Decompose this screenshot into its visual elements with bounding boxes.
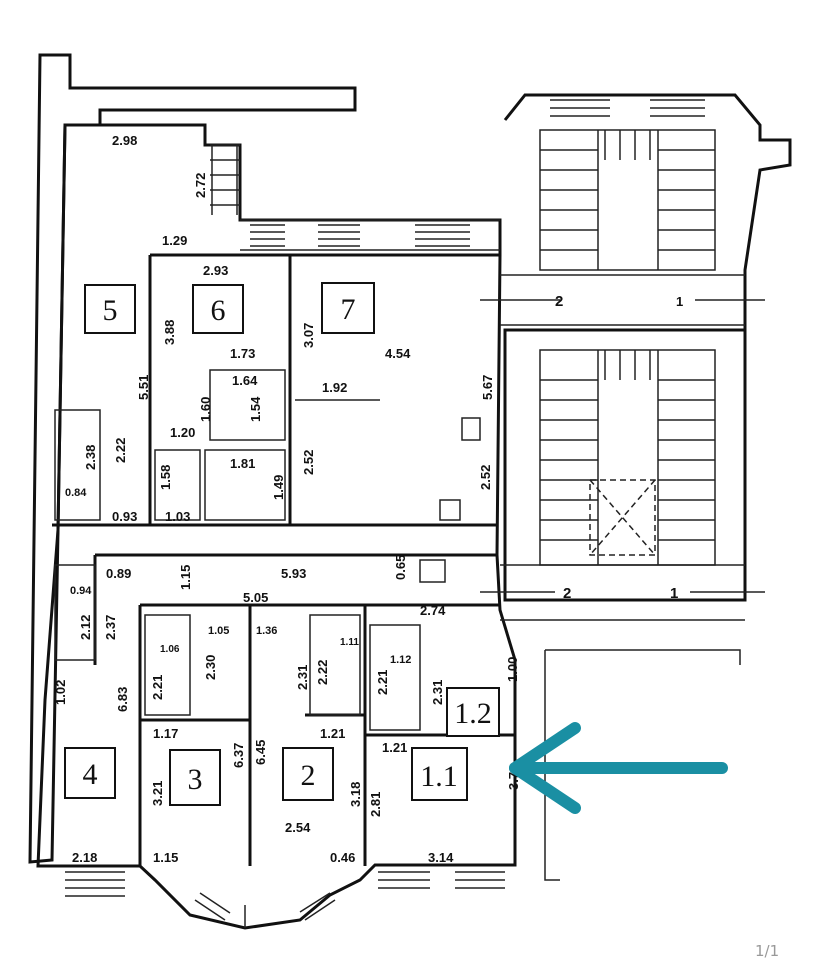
svg-text:6: 6 xyxy=(211,294,226,327)
stair-upper-1: 1 xyxy=(676,294,683,309)
dim-1-92: 1.92 xyxy=(322,380,347,395)
dim-5-67: 5.67 xyxy=(480,375,495,400)
dim-3-18: 3.18 xyxy=(348,782,363,807)
dim-1-03: 1.03 xyxy=(165,509,190,524)
svg-text:7: 7 xyxy=(341,293,356,326)
dim-0-65: 0.65 xyxy=(393,555,408,580)
dim-1-36: 1.36 xyxy=(256,625,277,637)
dim-1-58: 1.58 xyxy=(158,465,173,490)
dimension-labels: 2.98 2.72 1.29 2.93 3.88 1.73 3.07 4.54 … xyxy=(53,133,521,865)
dim-1-21-a: 1.21 xyxy=(320,726,345,741)
dim-2-22-b: 2.22 xyxy=(315,660,330,685)
stair-upper-2: 2 xyxy=(555,293,563,310)
dim-5-51: 5.51 xyxy=(136,375,151,400)
dim-2-31-a: 2.31 xyxy=(295,665,310,690)
dim-1-20: 1.20 xyxy=(170,425,195,440)
dim-3-21: 3.21 xyxy=(150,781,165,806)
dim-0-46: 0.46 xyxy=(330,850,355,865)
dim-6-45: 6.45 xyxy=(253,740,268,765)
svg-text:3: 3 xyxy=(188,763,203,796)
dim-1-54: 1.54 xyxy=(248,396,263,422)
dim-0-94: 0.94 xyxy=(70,585,92,597)
dim-1-64: 1.64 xyxy=(232,373,258,388)
stair-lower-1: 1 xyxy=(670,585,678,602)
dim-1-02: 1.02 xyxy=(53,680,68,705)
dim-1-49: 1.49 xyxy=(271,475,286,500)
room-label-3: 3 xyxy=(169,749,221,806)
dim-2-93: 2.93 xyxy=(203,263,228,278)
dim-5-93: 5.93 xyxy=(281,566,306,581)
stair-labels: 2 1 2 1 xyxy=(555,293,683,602)
dim-3-88: 3.88 xyxy=(162,320,177,345)
dim-2-74: 2.74 xyxy=(420,603,446,618)
outer-wall-left xyxy=(28,53,357,864)
dim-6-37: 6.37 xyxy=(231,743,246,768)
dim-1-15-a: 1.15 xyxy=(178,565,193,590)
dim-2-72: 2.72 xyxy=(193,173,208,198)
dim-2-30: 2.30 xyxy=(203,655,218,680)
dim-1-73: 1.73 xyxy=(230,346,255,361)
dim-0-84: 0.84 xyxy=(65,487,87,499)
room-label-6: 6 xyxy=(192,284,244,334)
dim-2-52-b: 2.52 xyxy=(478,465,493,490)
dim-1-00: 1.00 xyxy=(505,657,520,682)
dim-1-06: 1.06 xyxy=(160,644,180,655)
top-windows xyxy=(210,144,470,247)
dim-2-22: 2.22 xyxy=(113,438,128,463)
room-label-5: 5 xyxy=(84,284,136,334)
dim-2-37: 2.37 xyxy=(103,615,118,640)
dim-2-54: 2.54 xyxy=(285,820,311,835)
dim-2-98: 2.98 xyxy=(112,133,137,148)
dim-1-12: 1.12 xyxy=(390,654,411,666)
dim-1-29: 1.29 xyxy=(162,233,187,248)
room-label-7: 7 xyxy=(321,282,375,334)
dim-2-38: 2.38 xyxy=(83,445,98,470)
apartment-outline xyxy=(36,123,517,930)
stair-lower-2: 2 xyxy=(563,585,571,602)
dim-2-52-a: 2.52 xyxy=(301,450,316,475)
dim-1-81: 1.81 xyxy=(230,456,255,471)
room-label-2: 2 xyxy=(282,747,334,801)
bottom-windows xyxy=(65,871,505,928)
dim-2-31-b: 2.31 xyxy=(430,680,445,705)
stairwell xyxy=(480,93,792,881)
bathroom-fixtures xyxy=(54,369,481,731)
dim-3-07: 3.07 xyxy=(301,323,316,348)
svg-text:1.1: 1.1 xyxy=(420,760,458,793)
top-window-strip xyxy=(240,219,500,251)
dim-1-17: 1.17 xyxy=(153,726,178,741)
dim-1-05: 1.05 xyxy=(208,625,229,637)
dim-2-81: 2.81 xyxy=(368,792,383,817)
arrow-icon xyxy=(509,722,728,814)
dim-2-18: 2.18 xyxy=(72,850,97,865)
svg-text:5: 5 xyxy=(103,294,118,327)
room-label-1-1: 1.1 xyxy=(411,747,468,801)
dim-1-21-b: 1.21 xyxy=(382,740,407,755)
dim-0-89: 0.89 xyxy=(106,566,131,581)
dim-5-05: 5.05 xyxy=(243,590,268,605)
room-label-4: 4 xyxy=(64,747,116,799)
dim-2-21-a: 2.21 xyxy=(150,675,165,700)
interior-walls xyxy=(52,253,515,866)
dim-1-15-b: 1.15 xyxy=(153,850,178,865)
dim-0-93: 0.93 xyxy=(112,509,137,524)
svg-text:2: 2 xyxy=(301,759,316,792)
dim-2-12: 2.12 xyxy=(78,615,93,640)
svg-text:4: 4 xyxy=(83,758,98,791)
dim-6-83: 6.83 xyxy=(115,687,130,712)
room-label-1-2: 1.2 xyxy=(446,687,500,737)
dim-1-11: 1.11 xyxy=(340,637,359,648)
svg-text:1.2: 1.2 xyxy=(454,697,492,730)
dim-1-60: 1.60 xyxy=(198,397,213,422)
dim-2-21-b: 2.21 xyxy=(375,670,390,695)
dim-3-14: 3.14 xyxy=(428,850,454,865)
dim-4-54: 4.54 xyxy=(385,346,411,361)
page-number: 1/1 xyxy=(755,942,779,960)
